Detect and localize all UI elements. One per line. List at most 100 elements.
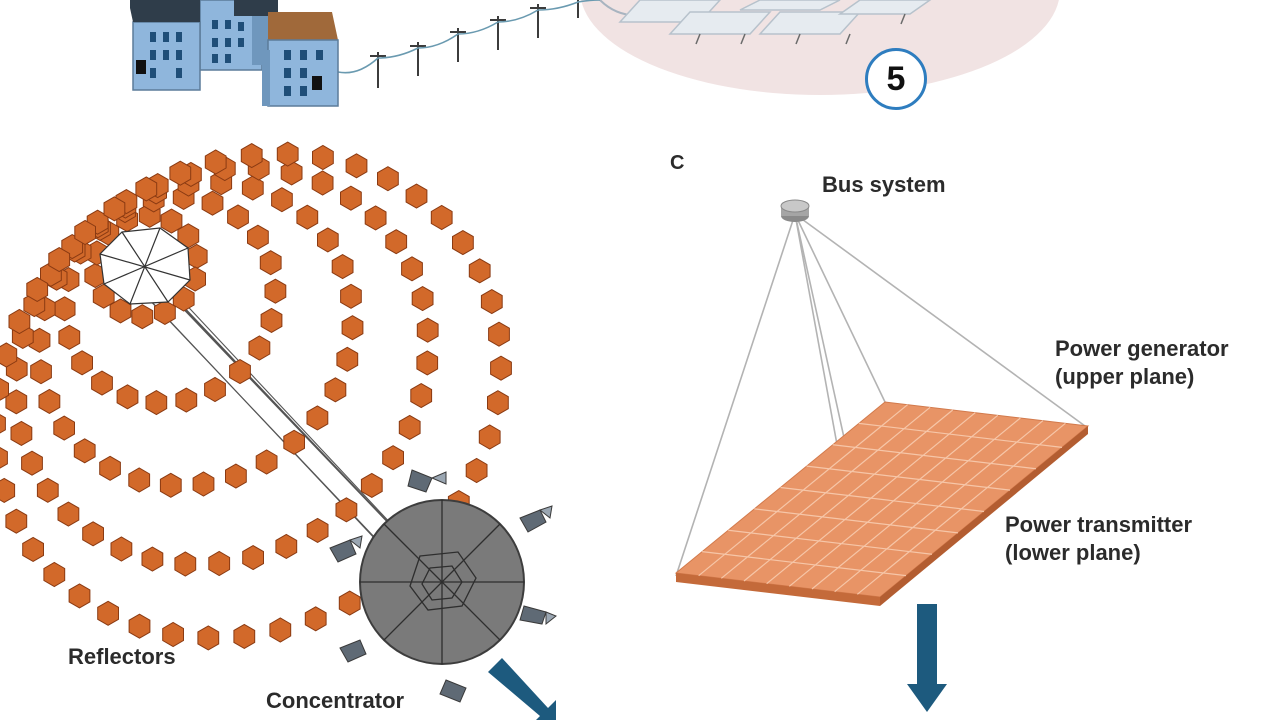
- reflector-hexagon: [135, 176, 158, 202]
- power-generator-sublabel: (upper plane): [1055, 364, 1195, 389]
- reflector-hexagon: [204, 149, 227, 175]
- reflector-hexagon: [490, 355, 512, 381]
- solar-panel-icon: [618, 0, 932, 35]
- concentrator-label: Concentrator: [266, 688, 405, 713]
- bus-system-icon: [780, 199, 810, 222]
- reflector-hexagon: [91, 370, 113, 396]
- reflector-hexagon: [10, 420, 33, 446]
- reflector-hexagon: [5, 389, 28, 415]
- transmitter-octagon: [99, 227, 191, 305]
- reflector-hexagon: [296, 204, 319, 230]
- reflector-hexagon: [103, 196, 126, 222]
- reflector-hexagon: [128, 613, 151, 639]
- reflector-hexagon: [345, 153, 368, 179]
- building-icon: [130, 0, 339, 107]
- reflector-hexagon: [71, 350, 93, 376]
- reflector-hexagon: [57, 501, 80, 527]
- reflector-hexagon: [465, 457, 488, 484]
- reflector-hexagon: [283, 429, 305, 455]
- reflector-hexagon: [159, 472, 182, 498]
- power-transmitter-label: Power transmitter: [1005, 512, 1193, 537]
- reflector-hexagon: [338, 590, 361, 616]
- reflector-hexagon: [0, 377, 9, 401]
- reflector-hexagon: [0, 477, 16, 503]
- beam-arrow-icon: [488, 658, 556, 720]
- reflector-hexagon: [0, 342, 18, 368]
- reflector-hexagon: [110, 536, 133, 562]
- reflector-hexagon: [74, 219, 96, 246]
- reflector-hexagon: [331, 254, 354, 280]
- reflector-hexagon: [97, 600, 119, 626]
- reflector-hexagon: [341, 315, 364, 341]
- reflector-hexagon: [478, 424, 501, 450]
- reflector-hexagon: [377, 166, 399, 192]
- reflector-hexagon: [264, 278, 287, 304]
- reflector-hexagon: [324, 377, 347, 403]
- reflector-hexagon: [382, 445, 404, 471]
- reflector-hexagon: [0, 446, 8, 469]
- reflector-hexagon: [335, 497, 358, 523]
- reflector-hexagon: [269, 617, 292, 643]
- reflector-hexagon: [430, 204, 453, 231]
- reflector-hexagon: [336, 346, 359, 372]
- reflector-hexagon: [468, 258, 491, 284]
- reflector-hexagon: [452, 230, 474, 256]
- reflector-hexagon: [271, 187, 293, 213]
- reflector-hexagon: [416, 350, 439, 376]
- reflector-hexagon: [5, 508, 28, 534]
- reflector-hexagon: [204, 376, 226, 403]
- reflector-hexagon: [169, 160, 192, 186]
- reflector-hexagon: [401, 256, 423, 282]
- reflectors-label: Reflectors: [68, 644, 176, 669]
- reflector-hexagon: [225, 463, 247, 489]
- reflector-hexagon: [306, 405, 329, 431]
- receiving-station: [581, 0, 1059, 95]
- reflector-hexagon: [405, 183, 428, 209]
- reflector-hexagon: [416, 317, 439, 343]
- reflector-hexagon: [82, 521, 104, 547]
- reflector-hexagon: [306, 517, 329, 543]
- reflector-hexagon: [317, 227, 339, 253]
- reflector-array: [0, 141, 512, 651]
- reflector-hexagon: [145, 390, 168, 416]
- reflector-hexagon: [43, 561, 66, 588]
- reflector-hexagon: [248, 335, 271, 361]
- reflector-hexagon: [398, 414, 421, 440]
- satellite-plane: [674, 199, 1090, 712]
- reflector-hexagon: [208, 550, 231, 577]
- bus-system-label: Bus system: [822, 172, 946, 197]
- reflector-hexagon: [340, 185, 362, 211]
- reflector-hexagon: [162, 621, 184, 648]
- reflector-hexagon: [227, 204, 249, 230]
- reflector-hexagon: [233, 623, 256, 649]
- reflector-hexagon: [141, 546, 164, 572]
- thruster-icon: [329, 469, 547, 703]
- reflector-hexagon: [259, 250, 282, 276]
- reflector-hexagon: [312, 144, 334, 171]
- reflector-hexagon: [53, 415, 75, 441]
- reflector-hexagon: [160, 208, 183, 234]
- reflector-hexagon: [58, 324, 81, 350]
- reflector-hexagon: [275, 533, 298, 559]
- reflector-hexagon: [280, 160, 303, 186]
- reflector-hexagon: [38, 388, 61, 414]
- reflector-hexagon: [131, 304, 154, 330]
- reflector-hexagon: [488, 321, 510, 347]
- reflector-hexagon: [36, 477, 59, 503]
- reflector-hexagon: [21, 450, 43, 476]
- reflector-hexagon: [241, 175, 264, 201]
- reflector-hexagon: [192, 471, 215, 497]
- reflector-hexagon: [480, 289, 503, 315]
- reflector-hexagon: [197, 625, 220, 651]
- reflector-hexagon: [229, 359, 251, 385]
- reflector-hexagon: [260, 307, 283, 333]
- down-arrow-icon: [907, 604, 947, 712]
- reflector-hexagon: [240, 143, 263, 169]
- concentrator-disk: [359, 499, 525, 665]
- power-transmitter-sublabel: (lower plane): [1005, 540, 1141, 565]
- reflector-hexagon: [385, 229, 408, 255]
- reflector-hexagon: [201, 190, 224, 216]
- reflector-hexagon: [360, 472, 383, 498]
- reflector-hexagon: [99, 455, 121, 481]
